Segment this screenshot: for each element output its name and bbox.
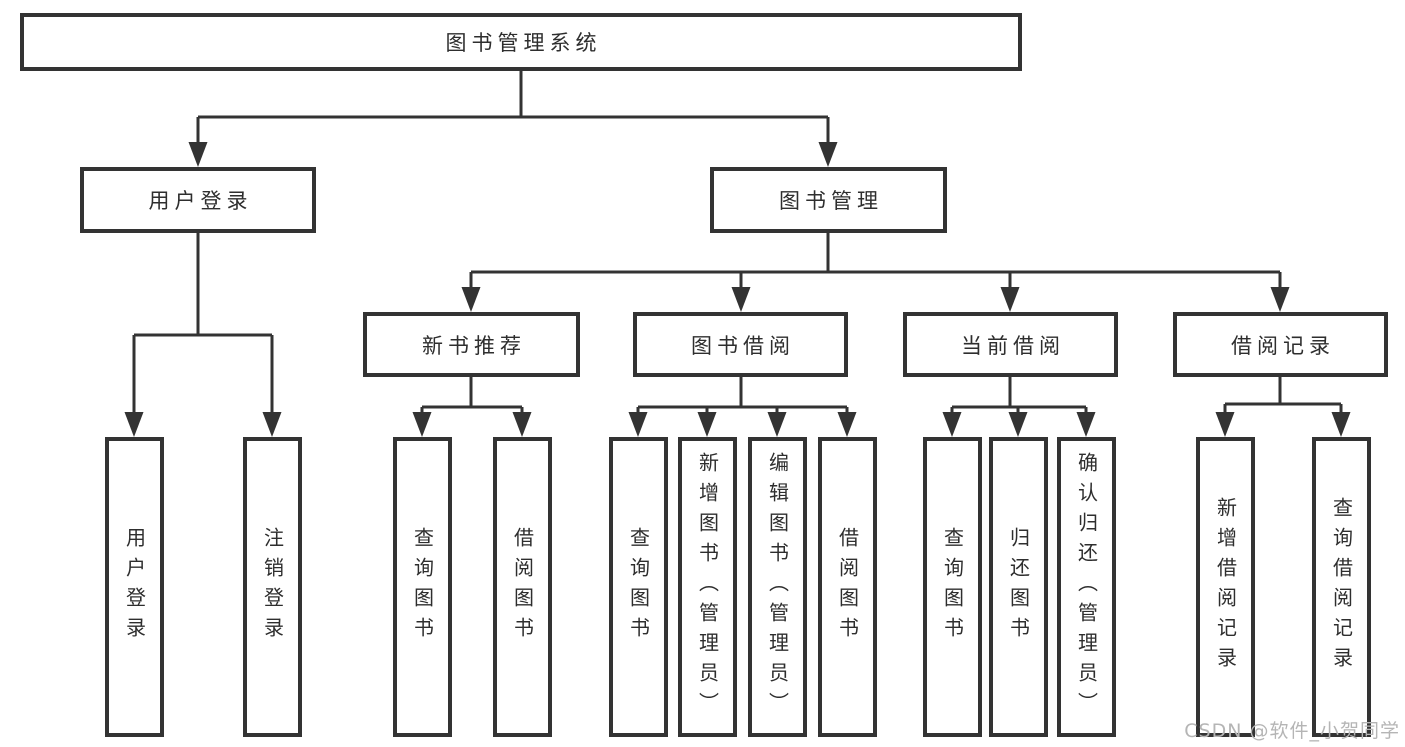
node-borrow-books-leaf: 借阅图书 [818,437,877,737]
node-query-books-borrow: 查询图书 [609,437,668,737]
node-label: 编辑图书（管理员） [765,452,790,722]
node-confirm-return-admin: 确认归还（管理员） [1057,437,1116,737]
node-label: 查询图书 [940,527,965,647]
node-new-book-recommend: 新书推荐 [363,312,580,377]
node-label: 新增借阅记录 [1213,497,1238,677]
node-label: 新增图书（管理员） [695,452,720,722]
arrowheads [124,142,1351,437]
node-current-borrow: 当前借阅 [903,312,1118,377]
node-add-book-admin: 新增图书（管理员） [678,437,737,737]
node-user-login-leaf: 用户登录 [105,437,164,737]
node-borrow-records: 借阅记录 [1173,312,1388,377]
node-library-system: 图书管理系统 [20,13,1022,71]
node-label: 新书推荐 [422,333,526,358]
node-query-books-current: 查询图书 [923,437,982,737]
node-label: 注销登录 [260,527,285,647]
node-label: 借阅记录 [1231,333,1335,358]
node-query-books-recommend: 查询图书 [393,437,452,737]
node-label: 当前借阅 [961,333,1065,358]
node-borrow-books-recommend: 借阅图书 [493,437,552,737]
node-book-management: 图书管理 [710,167,947,233]
node-user-login: 用户登录 [80,167,316,233]
node-query-borrow-record: 查询借阅记录 [1312,437,1371,737]
node-label: 查询图书 [410,527,435,647]
node-label: 图书借阅 [691,333,795,358]
node-label: 查询图书 [626,527,651,647]
node-label: 查询借阅记录 [1329,497,1354,677]
node-book-borrow: 图书借阅 [633,312,848,377]
node-add-borrow-record: 新增借阅记录 [1196,437,1255,737]
node-logout: 注销登录 [243,437,302,737]
node-label: 确认归还（管理员） [1074,452,1099,722]
node-label: 用户登录 [122,527,147,647]
node-label: 借阅图书 [835,527,860,647]
node-label: 图书管理 [779,189,883,213]
node-label: 借阅图书 [510,527,535,647]
node-return-book: 归还图书 [989,437,1048,737]
watermark: CSDN @软件_小贺同学 [1184,720,1400,742]
node-label: 用户登录 [148,189,253,213]
node-label: 归还图书 [1006,527,1031,647]
node-edit-book-admin: 编辑图书（管理员） [748,437,807,737]
node-label: 图书管理系统 [445,31,602,55]
